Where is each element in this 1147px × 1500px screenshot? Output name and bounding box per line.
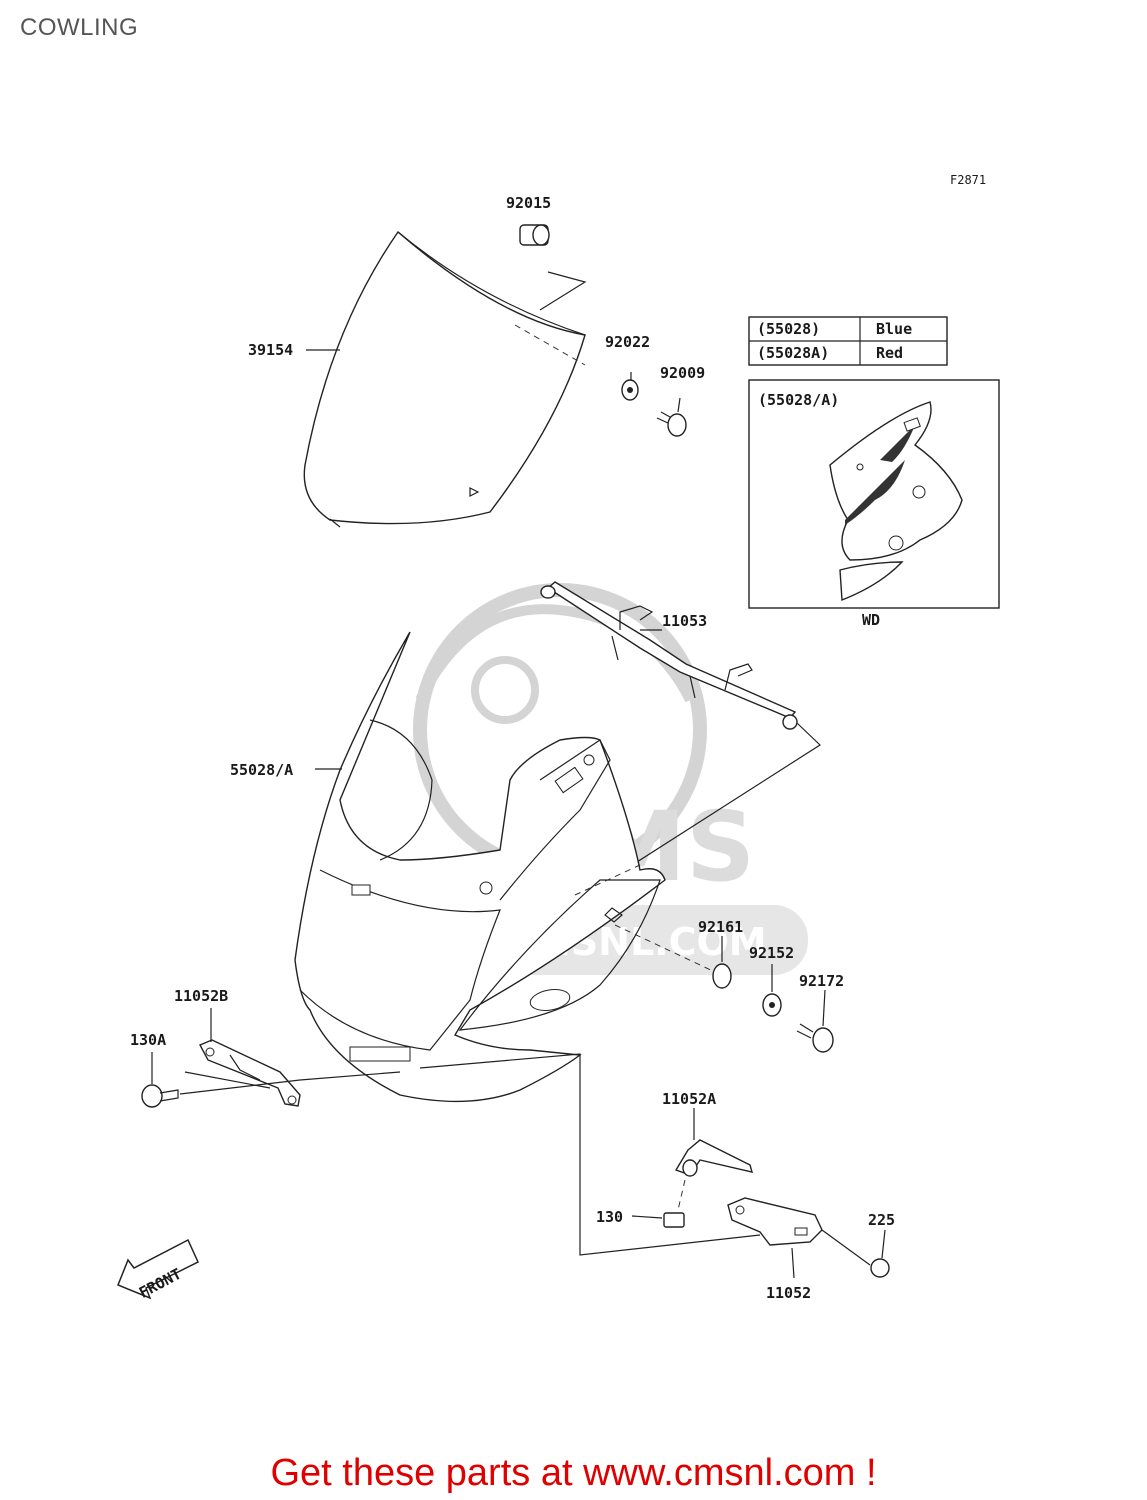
- callout-11053: 11053: [662, 612, 707, 630]
- bracket-11052a: [674, 1108, 753, 1211]
- callout-11052b: 11052B: [174, 987, 228, 1005]
- callout-92152: 92152: [749, 944, 794, 962]
- color-table-part-1: (55028): [757, 320, 820, 338]
- callout-92172: 92172: [799, 972, 844, 990]
- callout-92009: 92009: [660, 364, 705, 382]
- screw-225: [870, 1229, 890, 1278]
- upper-cowling-55028a: [294, 631, 761, 1256]
- color-table-part-2: (55028A): [757, 344, 829, 362]
- callout-92015: 92015: [506, 194, 551, 212]
- color-table-color-2: Red: [876, 344, 903, 362]
- screw-92009: [656, 397, 687, 437]
- bolt-130: [631, 1212, 685, 1228]
- bracket-11053: [540, 581, 821, 893]
- bracket-11052: [727, 1197, 871, 1279]
- cta-link[interactable]: Get these parts at www.cmsnl.com !: [270, 1452, 877, 1494]
- bushing-92015: [519, 224, 587, 311]
- grommet-92161: [712, 936, 732, 989]
- callout-92161: 92161: [698, 918, 743, 936]
- bracket-11052b: [184, 1008, 401, 1107]
- front-arrow-icon: FRONT: [117, 1238, 199, 1302]
- callout-92022: 92022: [605, 333, 650, 351]
- callout-11052: 11052: [766, 1284, 811, 1302]
- inset-55028a: (55028/A) WD: [748, 379, 1000, 629]
- callout-39154: 39154: [248, 341, 293, 359]
- figure-code: F2871: [950, 173, 986, 187]
- bolt-130a: [141, 1052, 301, 1108]
- callout-130a: 130A: [130, 1031, 166, 1049]
- callout-11052a: 11052A: [662, 1090, 716, 1108]
- inset-caption: WD: [862, 611, 880, 629]
- color-table: (55028) Blue (55028A) Red: [748, 316, 948, 366]
- washer-92152: [762, 964, 782, 1017]
- page-title: COWLING: [20, 14, 139, 41]
- screw-92172: [796, 989, 834, 1053]
- callout-55028a: 55028/A: [230, 761, 293, 779]
- callout-225: 225: [868, 1211, 895, 1229]
- washer-92022: [621, 372, 639, 401]
- windscreen-39154: [303, 230, 586, 528]
- inset-title: (55028/A): [758, 391, 839, 409]
- color-table-color-1: Blue: [876, 320, 912, 338]
- callout-130: 130: [596, 1208, 623, 1226]
